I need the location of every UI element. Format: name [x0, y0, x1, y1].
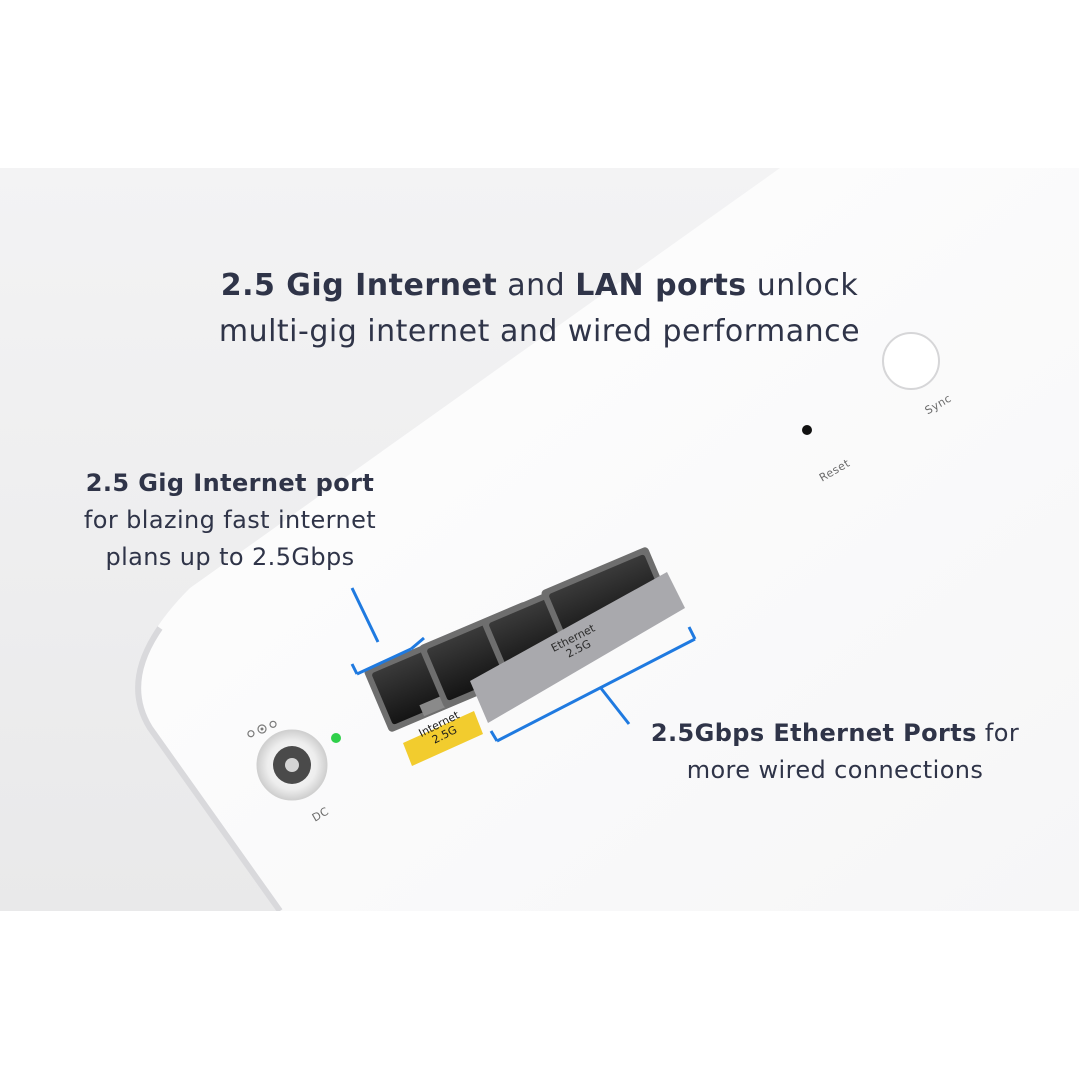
polarity-icon — [247, 720, 277, 738]
ethernet-callout-title: 2.5Gbps Ethernet Ports for — [650, 719, 1020, 747]
internet-callout-line2: for blazing fast internet — [83, 506, 377, 534]
ethernet-callout: 2.5Gbps Ethernet Ports for more wired co… — [630, 715, 1040, 789]
dc-jack-pin — [285, 758, 299, 772]
ethernet-callout-line2: more wired connections — [686, 756, 984, 784]
headline-line-1: 2.5 Gig Internet and LAN ports unlock — [0, 263, 1079, 309]
sync-button — [882, 332, 940, 390]
headline-line-2: multi-gig internet and wired performance — [218, 314, 861, 349]
headline-and: and — [497, 268, 576, 303]
router-device — [135, 168, 1079, 911]
headline-lan-ports: LAN ports — [575, 268, 747, 303]
headline-unlock: unlock — [746, 268, 859, 303]
product-photo: Sync Reset DC Internet 2.5G Ethernet 2.5… — [0, 168, 1079, 911]
router-edge — [135, 626, 283, 911]
internet-tag — [403, 711, 483, 766]
internet-callout-title: 2.5 Gig Internet port — [85, 469, 375, 497]
internet-bracket — [350, 587, 425, 676]
ethernet-tag — [470, 572, 685, 723]
internet-callout-line3: plans up to 2.5Gbps — [105, 543, 355, 571]
ethernet-bracket — [489, 626, 697, 743]
reset-pinhole — [802, 425, 812, 435]
router-body — [136, 168, 1079, 911]
status-led — [331, 733, 341, 743]
headline-internet: 2.5 Gig Internet — [220, 268, 498, 303]
internet-callout: 2.5 Gig Internet port for blazing fast i… — [60, 465, 400, 576]
